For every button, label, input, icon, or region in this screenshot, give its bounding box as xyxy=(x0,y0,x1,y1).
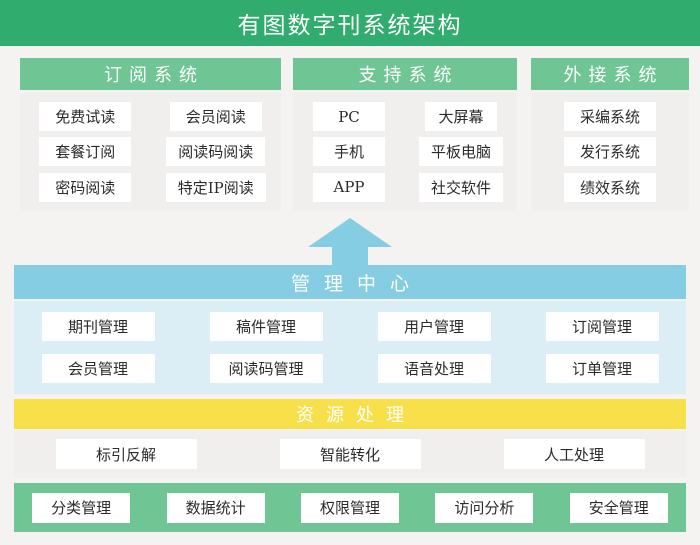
node-security-management: 安全管理 xyxy=(569,492,668,523)
node-permission-management: 权限管理 xyxy=(300,492,399,523)
node-user-management: 用户管理 xyxy=(377,311,491,341)
node-access-analysis: 访问分析 xyxy=(435,492,534,523)
node-manual-processing: 人工处理 xyxy=(503,439,645,469)
up-arrow-stem xyxy=(332,246,368,266)
external-system-body: 采编系统 发行系统 绩效系统 xyxy=(531,93,689,211)
management-center-header: 管理中心 xyxy=(14,265,686,299)
node-distribution-system: 发行系统 xyxy=(564,137,656,167)
node-voice-processing: 语音处理 xyxy=(377,354,491,384)
node-reading-code-reading: 阅读码阅读 xyxy=(166,137,266,167)
node-editing-system: 采编系统 xyxy=(564,102,656,132)
diagram-title-bar: 有图数字刊系统架构 xyxy=(0,0,700,46)
node-data-statistics: 数据统计 xyxy=(166,492,265,523)
page-title: 有图数字刊系统架构 xyxy=(237,13,463,39)
subscription-system-header: 订阅系统 xyxy=(20,58,281,90)
node-order-management: 订单管理 xyxy=(545,354,659,384)
node-social-software: 社交软件 xyxy=(418,172,503,202)
node-classification-management: 分类管理 xyxy=(32,492,131,523)
node-reading-code-management: 阅读码管理 xyxy=(209,354,323,384)
up-arrow-icon xyxy=(308,218,392,247)
subscription-system-body: 免费试读 会员阅读 套餐订阅 阅读码阅读 密码阅读 特定IP阅读 xyxy=(20,93,281,211)
node-free-trial-reading: 免费试读 xyxy=(39,102,132,132)
node-package-subscription: 套餐订阅 xyxy=(39,137,132,167)
section-support-system: 支持系统 PC 大屏幕 手机 平板电脑 APP 社交软件 xyxy=(293,58,517,211)
node-journal-management: 期刊管理 xyxy=(41,311,155,341)
node-specific-ip-reading: 特定IP阅读 xyxy=(165,172,266,202)
section-external-system: 外接系统 采编系统 发行系统 绩效系统 xyxy=(531,58,689,211)
support-system-body: PC 大屏幕 手机 平板电脑 APP 社交软件 xyxy=(293,93,517,211)
node-manuscript-management: 稿件管理 xyxy=(209,311,323,341)
node-pc: PC xyxy=(313,102,385,132)
resource-processing-header: 资源处理 xyxy=(14,399,686,429)
node-member-management: 会员管理 xyxy=(41,354,155,384)
node-tablet: 平板电脑 xyxy=(418,137,503,167)
node-subscription-management: 订阅管理 xyxy=(545,311,659,341)
resource-processing-body: 标引反解 智能转化 人工处理 xyxy=(14,431,686,477)
node-app: APP xyxy=(313,172,385,202)
node-mobile-phone: 手机 xyxy=(313,137,385,167)
support-system-header: 支持系统 xyxy=(293,58,517,90)
node-password-reading: 密码阅读 xyxy=(39,172,132,202)
node-performance-system: 绩效系统 xyxy=(564,172,656,202)
bottom-services-strip: 分类管理 数据统计 权限管理 访问分析 安全管理 xyxy=(14,483,686,532)
section-subscription-system: 订阅系统 免费试读 会员阅读 套餐订阅 阅读码阅读 密码阅读 特定IP阅读 xyxy=(20,58,281,211)
node-large-screen: 大屏幕 xyxy=(425,102,497,132)
management-center-body: 期刊管理 稿件管理 用户管理 订阅管理 会员管理 阅读码管理 语音处理 订单管理 xyxy=(14,301,686,394)
external-system-header: 外接系统 xyxy=(531,58,689,90)
node-indexing-resolution: 标引反解 xyxy=(55,439,197,469)
node-member-reading: 会员阅读 xyxy=(169,102,262,132)
node-intelligent-conversion: 智能转化 xyxy=(279,439,421,469)
